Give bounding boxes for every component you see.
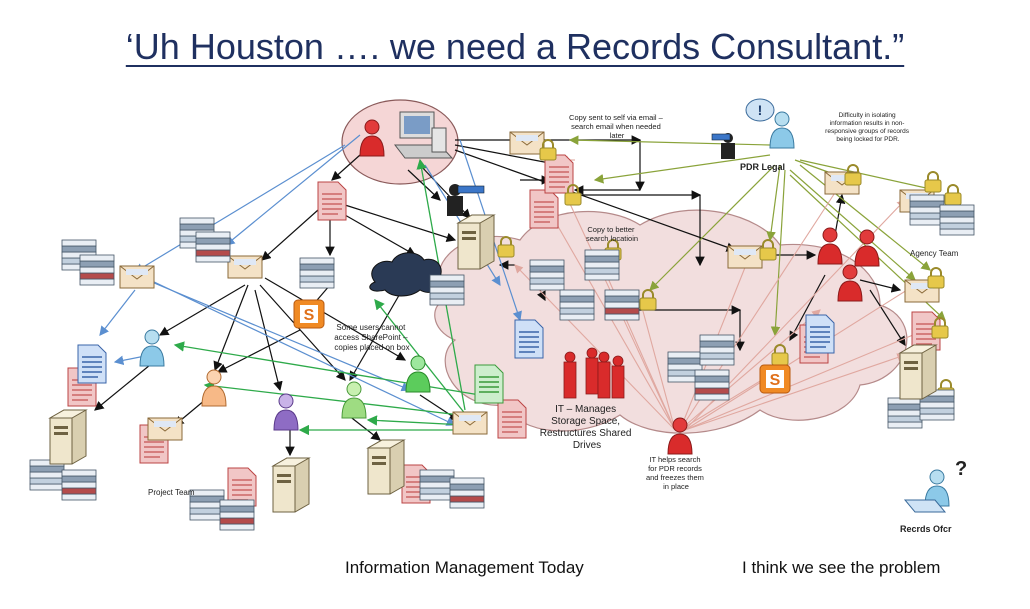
sharepoint-icon [293, 299, 325, 329]
pdr-legal-label: PDR Legal [740, 162, 785, 172]
records-stack-icon [559, 289, 595, 321]
user-icon [405, 355, 431, 393]
records-stack-icon [61, 469, 97, 501]
question-mark: ? [955, 458, 967, 480]
padlock-icon [927, 267, 945, 289]
user-icon [201, 369, 227, 407]
records-stack-icon [909, 194, 945, 226]
user-icon [273, 393, 299, 431]
document-icon [317, 181, 347, 221]
records-stack-icon [529, 259, 565, 291]
envelope-icon [147, 417, 183, 441]
records-stack-icon [299, 257, 335, 289]
records-stack-icon [195, 231, 231, 263]
user-icon [341, 381, 367, 419]
records-stack-icon [189, 489, 225, 521]
sharepoint-icon [759, 364, 791, 394]
records-stack-icon [219, 499, 255, 531]
envelope-icon [509, 131, 545, 155]
envelope-icon [452, 411, 488, 435]
it-manages-label: IT – Manages Storage Space, Restructures… [540, 404, 635, 451]
padlock-icon [844, 164, 862, 186]
records-stack-icon [604, 289, 640, 321]
padlock-icon [924, 171, 942, 193]
investigator-icon [447, 184, 485, 216]
envelope-icon [119, 265, 155, 289]
caption-information-management: Information Management Today [345, 558, 584, 577]
records-officer-icon [903, 469, 950, 513]
padlock-icon [539, 139, 557, 161]
sharepoint-note-label: Some users cannot access SharePoint – co… [334, 323, 410, 352]
investigator-icon-2 [711, 133, 735, 159]
it-helps-label: IT helps search for PDR records and free… [646, 455, 706, 491]
pdr-legal-person-icon: ! [745, 98, 795, 149]
server-icon [367, 439, 405, 495]
document-icon [77, 344, 107, 384]
document-icon [514, 319, 544, 359]
document-icon [805, 314, 835, 354]
agency-team-label: Agency Team [910, 249, 959, 258]
computer-icon [393, 111, 454, 159]
project-team-label: Project Team [148, 488, 195, 497]
blue-arrows [99, 134, 522, 426]
difficulty-label: Difficulty in isolating information resu… [825, 112, 911, 143]
copy-search-location-label: Copy to better search locatioin [586, 225, 638, 243]
records-stack-icon [584, 249, 620, 281]
server-icon [49, 409, 87, 465]
document-icon [497, 399, 527, 439]
envelope-icon [227, 255, 263, 279]
slide-title: ‘Uh Houston …. we need a Records Consult… [125, 26, 905, 67]
server-icon [272, 457, 310, 513]
records-officer-label: Recrds Ofcr [900, 524, 952, 534]
padlock-icon [944, 184, 962, 206]
svg-text:!: ! [758, 102, 763, 118]
records-stack-icon [419, 469, 455, 501]
server-icon [899, 344, 937, 400]
records-stack-icon [449, 477, 485, 509]
document-icon [529, 189, 559, 229]
envelope-icon [727, 245, 763, 269]
records-stack-icon [429, 274, 465, 306]
copy-self-email-label: Copy sent to self via email – search ema… [569, 113, 665, 140]
caption-problem: I think we see the problem [742, 558, 941, 577]
records-stack-icon [939, 204, 975, 236]
records-stack-icon [699, 334, 735, 366]
records-stack-icon [694, 369, 730, 401]
agency-user-icon [817, 227, 843, 265]
document-icon [474, 364, 504, 404]
records-stack-icon [887, 397, 923, 429]
server-icon [457, 214, 495, 270]
it-staff-group-icon [563, 347, 625, 399]
records-stack-icon [79, 254, 115, 286]
